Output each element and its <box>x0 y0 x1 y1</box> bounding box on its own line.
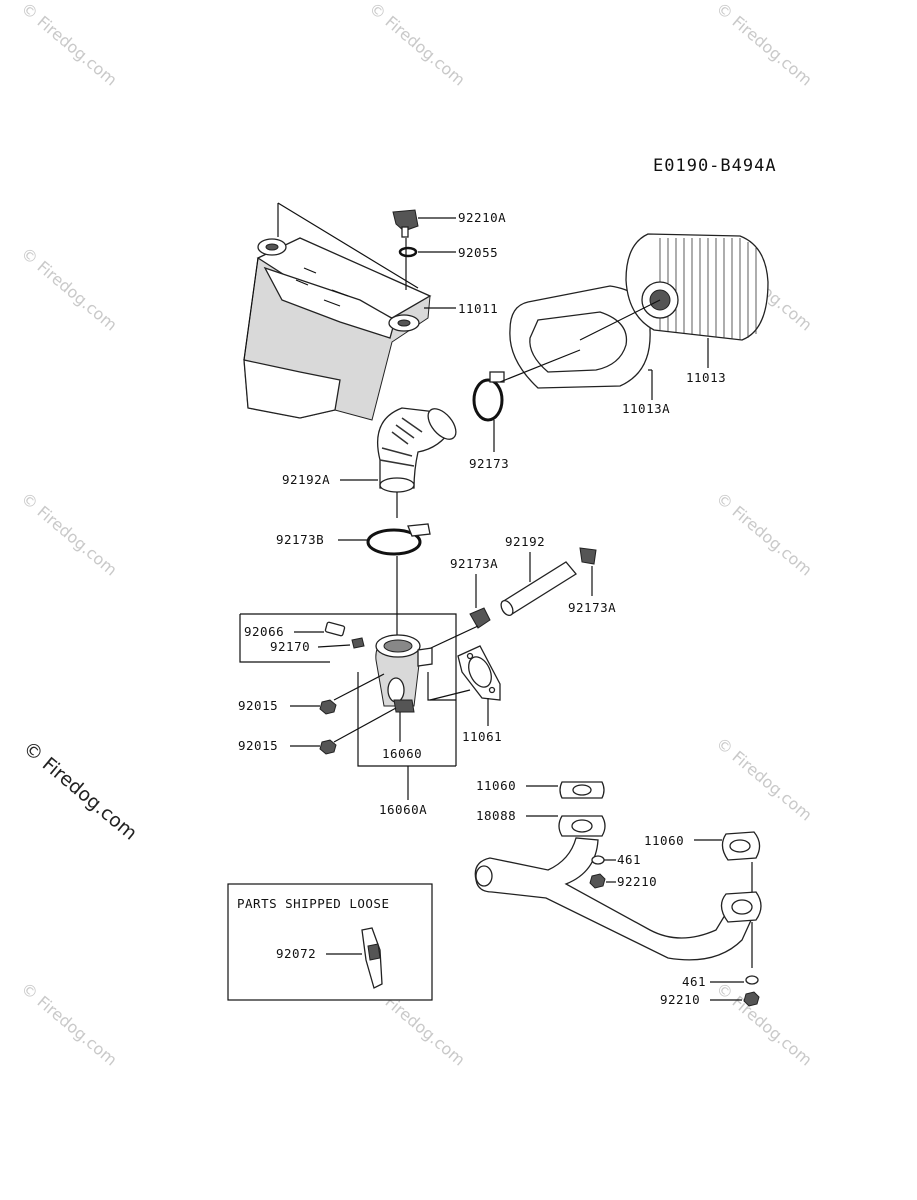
watermark: © Firedog.com <box>712 0 815 90</box>
pre-filter-part <box>509 285 653 400</box>
knob-part <box>392 209 456 309</box>
label-92210-top: 92210 <box>617 874 657 889</box>
label-11013A: 11013A <box>622 401 670 416</box>
label-16060: 16060 <box>382 746 422 761</box>
label-92072: 92072 <box>276 946 316 961</box>
parts-shipped-loose-box: PARTS SHIPPED LOOSE <box>227 883 433 1001</box>
watermark: © Firedog.com <box>712 979 815 1070</box>
breather-hose-part <box>417 547 597 655</box>
part-labels: 92210A 92055 11011 11013 11013A 92173 92… <box>238 210 726 1007</box>
label-92192: 92192 <box>505 534 545 549</box>
label-11011: 11011 <box>458 301 498 316</box>
watermark-dark: © Firedog.com <box>19 737 141 845</box>
watermark: © Firedog.com <box>17 0 120 90</box>
label-18088: 18088 <box>476 808 516 823</box>
label-92192A: 92192A <box>282 472 330 487</box>
label-11013: 11013 <box>686 370 726 385</box>
o-ring-part <box>398 246 418 258</box>
clamp-part <box>472 349 581 452</box>
label-92173A-right: 92173A <box>568 600 616 615</box>
label-92055: 92055 <box>458 245 498 260</box>
label-92210A: 92210A <box>458 210 506 225</box>
label-11060-top: 11060 <box>476 778 516 793</box>
watermark: © Firedog.com <box>17 489 120 580</box>
watermark: © Firedog.com <box>712 734 815 825</box>
parts-shipped-loose-title: PARTS SHIPPED LOOSE <box>237 896 390 911</box>
exhaust-pipe-part <box>474 781 762 1007</box>
air-cleaner-base-part <box>243 202 432 421</box>
diagram-reference-code: E0190-B494A <box>653 156 777 176</box>
label-92173A-left: 92173A <box>450 556 498 571</box>
label-11060-right: 11060 <box>644 833 684 848</box>
watermark: © Firedog.com <box>17 244 120 335</box>
watermark: © Firedog.com <box>17 979 120 1070</box>
label-92173: 92173 <box>469 456 509 471</box>
label-92015-top: 92015 <box>238 698 278 713</box>
label-11061: 11061 <box>462 729 502 744</box>
intake-adapter-part <box>239 613 457 800</box>
label-461-top: 461 <box>617 852 641 867</box>
elbow-hose-part <box>340 407 457 518</box>
label-92170: 92170 <box>270 639 310 654</box>
label-92210-bottom: 92210 <box>660 992 700 1007</box>
clamp-b-part <box>338 523 431 636</box>
label-16060A: 16060A <box>379 802 427 817</box>
label-461-bottom: 461 <box>682 974 706 989</box>
air-filter-element-part <box>579 233 769 368</box>
gasket-part <box>429 645 501 726</box>
fitting-part <box>294 621 365 649</box>
watermark: © Firedog.com <box>712 489 815 580</box>
watermark: © Firedog.com <box>365 0 468 90</box>
nut-part <box>290 673 397 755</box>
label-92173B: 92173B <box>276 532 324 547</box>
label-92066: 92066 <box>244 624 284 639</box>
label-92015-bottom: 92015 <box>238 738 278 753</box>
